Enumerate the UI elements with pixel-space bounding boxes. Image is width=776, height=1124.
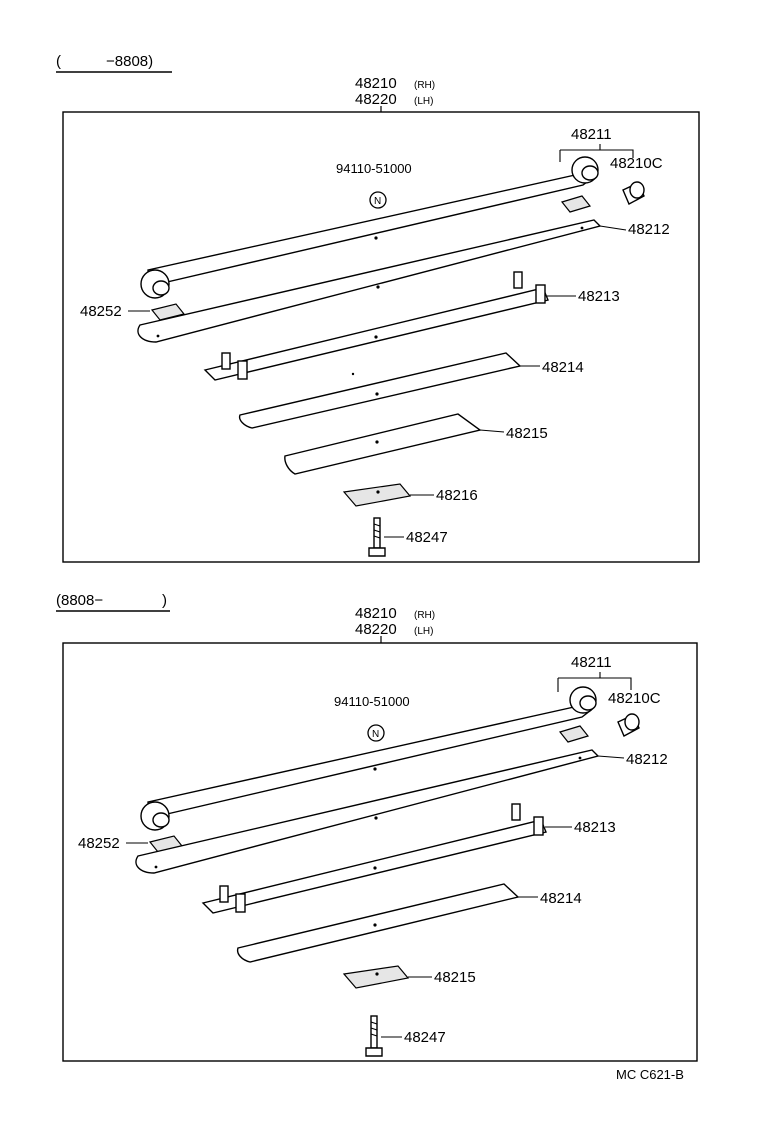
range-label: −8808)	[106, 53, 153, 70]
new-part-symbol	[367, 724, 385, 742]
insert-label: 48252	[80, 303, 122, 320]
center-bolt-label: 48247	[404, 1029, 446, 1046]
spacer	[342, 965, 410, 989]
leaf-3	[201, 803, 547, 914]
bushing-label: 48210C	[608, 690, 661, 707]
assembly-lh-tag: (LH)	[414, 626, 433, 637]
main-leaf-label: 48211	[571, 654, 612, 671]
leaf-3-label: 48213	[574, 819, 616, 836]
range-open-label: (8808−	[56, 592, 103, 609]
assembly-lh-number: 48220	[355, 621, 397, 638]
assembly-rh-tag: (RH)	[414, 610, 435, 621]
new-part-number: 94110-51000	[334, 694, 410, 709]
insert-label: 48252	[78, 835, 120, 852]
spacer-label: 48215	[434, 969, 476, 986]
leaf-3-label: 48213	[578, 288, 620, 305]
assembly-lh-number: 48220	[355, 91, 397, 108]
leaf-2-label: 48212	[626, 751, 668, 768]
leaf-5-label: 48215	[506, 425, 548, 442]
bushing	[622, 181, 645, 205]
new-part-number: 94110-51000	[336, 161, 412, 176]
bushing-label: 48210C	[610, 155, 663, 172]
leaf-4-label: 48214	[540, 890, 582, 907]
bushing	[617, 713, 640, 737]
assembly-rh-number: 48210	[355, 75, 397, 92]
main-leaf-label: 48211	[571, 126, 612, 143]
leaf-4	[238, 352, 522, 429]
leaf-4-label: 48214	[542, 359, 584, 376]
spacer-label: 48216	[436, 487, 478, 504]
new-part-symbol-letter: N	[374, 196, 381, 207]
center-bolt	[368, 517, 386, 557]
new-part-symbol-letter: N	[372, 729, 379, 740]
leaf-2	[137, 219, 602, 343]
leaf-2	[135, 749, 600, 874]
leaf-4	[236, 883, 520, 963]
spacer	[342, 483, 412, 507]
section-frame	[62, 111, 700, 563]
new-part-symbol	[369, 191, 387, 209]
center-bolt	[365, 1015, 383, 1057]
section-early: ( −8808) 48210 (RH) 48220 (LH) N 94110-5…	[56, 53, 700, 563]
section-late: (8808− ) 48210 (RH) 48220 (LH) N 94110-5…	[56, 592, 698, 1062]
assembly-lh-tag: (LH)	[414, 96, 433, 107]
figure-code: MC C621-B	[616, 1067, 684, 1082]
leaf-5	[284, 413, 482, 475]
assembly-rh-number: 48210	[355, 605, 397, 622]
leaf-2-label: 48212	[628, 221, 670, 238]
section-frame	[62, 642, 698, 1062]
center-bolt-label: 48247	[406, 529, 448, 546]
leaf-3	[203, 271, 549, 381]
range-open-label: (	[56, 53, 61, 70]
main-leaf	[140, 686, 597, 831]
assembly-rh-tag: (RH)	[414, 80, 435, 91]
leaf-insert-pad	[560, 195, 592, 213]
range-label: )	[162, 592, 167, 609]
leaf-insert-pad	[558, 725, 590, 743]
main-leaf	[140, 156, 599, 299]
